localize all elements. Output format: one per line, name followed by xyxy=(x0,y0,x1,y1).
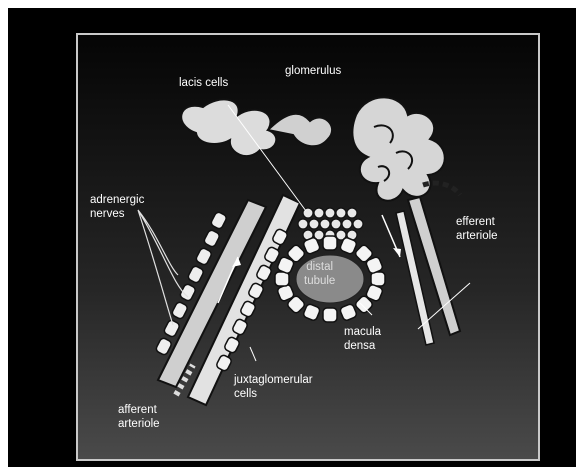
tubule-cell xyxy=(302,303,320,321)
label-distal-line2: tubule xyxy=(304,274,335,288)
label-distal-line1: distal xyxy=(304,260,335,274)
label-afferent-line2: arteriole xyxy=(118,417,160,431)
label-jg-line1: juxtaglomerular xyxy=(234,373,313,387)
label-macula-densa: macula densa xyxy=(344,325,381,353)
glomerulus-loops-left xyxy=(181,99,276,156)
tubule-cell xyxy=(371,272,385,286)
label-adrenergic-line2: nerves xyxy=(90,207,144,221)
label-efferent-arteriole: efferent arteriole xyxy=(456,215,498,243)
label-jg-line2: cells xyxy=(234,387,313,401)
label-afferent-line1: afferent xyxy=(118,403,160,417)
label-adrenergic-line1: adrenergic xyxy=(90,193,144,207)
label-glomerulus: glomerulus xyxy=(285,64,341,78)
label-macula-line2: densa xyxy=(344,339,381,353)
label-lacis-cells: lacis cells xyxy=(179,76,228,90)
label-juxtaglomerular-cells: juxtaglomerular cells xyxy=(234,373,313,401)
label-macula-line1: macula xyxy=(344,325,381,339)
lacis-cell-cluster xyxy=(298,208,363,240)
label-efferent-line1: efferent xyxy=(456,215,498,229)
tubule-cell xyxy=(323,236,337,250)
label-efferent-line2: arteriole xyxy=(456,229,498,243)
tubule-cell xyxy=(275,272,289,286)
label-distal-tubule: distal tubule xyxy=(304,260,335,288)
label-afferent-arteriole: afferent arteriole xyxy=(118,403,160,431)
label-adrenergic-nerves: adrenergic nerves xyxy=(90,193,144,221)
diagram-panel: lacis cells glomerulus adrenergic nerves… xyxy=(76,33,540,461)
tubule-cell xyxy=(339,303,357,321)
glomerulus-loops-right xyxy=(352,97,444,200)
glomerulus-loops-left-2 xyxy=(268,114,332,147)
tubule-cell xyxy=(323,308,337,322)
image-frame: lacis cells glomerulus adrenergic nerves… xyxy=(8,8,576,467)
